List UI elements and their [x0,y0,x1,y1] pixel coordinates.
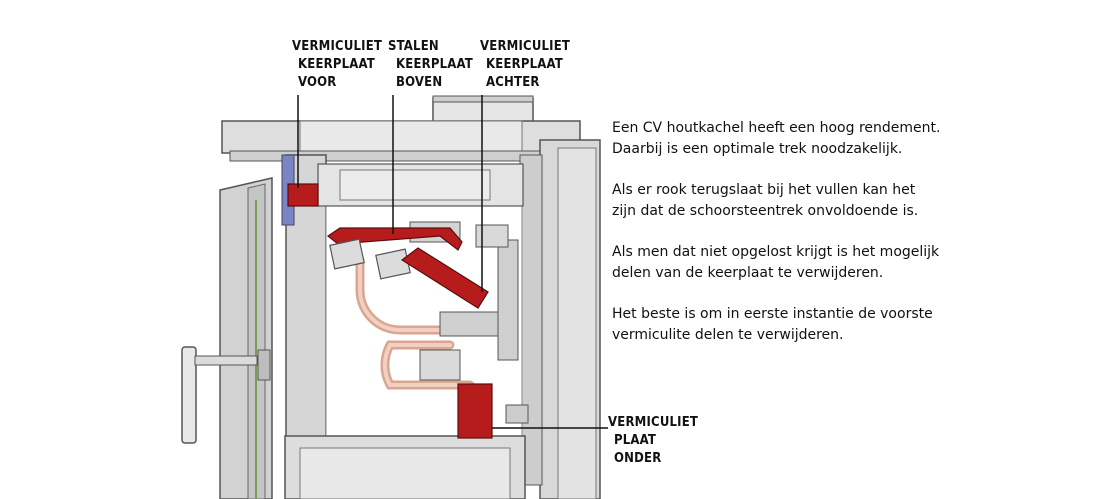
description-paragraph: Een CV houtkachel heeft een hoog rendeme… [612,120,941,157]
callout-steel-baffle: STALEN KEERPLAAT BOVEN [388,38,473,92]
description-paragraph: Als men dat niet opgelost krijgt is het … [612,244,940,281]
description-text: Een CV houtkachel heeft een hoog rendeme… [612,118,942,366]
vermiculite-front-baffle [287,183,319,207]
callout-line: ONDER [614,451,662,466]
callout-line: ACHTER [486,75,540,90]
callout-line: VERMICULIET [480,39,571,54]
callout-line: STALEN [388,39,439,54]
callout-rear-baffle: VERMICULIET KEERPLAAT ACHTER [480,38,570,92]
callout-line: KEERPLAAT [396,57,473,72]
callout-line: PLAAT [614,433,657,448]
callout-line: VERMICULIET [292,39,383,54]
callout-front-baffle: VERMICULIET KEERPLAAT VOOR [292,38,382,92]
description-paragraph: Als er rook terugslaat bij het vullen ka… [612,182,919,219]
callout-line: KEERPLAAT [486,57,563,72]
callout-line: VOOR [298,75,337,90]
callout-line: KEERPLAAT [298,57,375,72]
vermiculite-bottom-plate [457,383,493,439]
callout-leaders [297,95,608,429]
vermiculite-rear-baffle [400,247,489,309]
callout-line: VERMICULIET [608,415,699,430]
description-paragraph: Het beste is om in eerste instantie de v… [612,306,933,343]
door-handle [181,346,197,444]
callout-line: BOVEN [396,75,443,90]
callout-bottom-plate: VERMICULIET PLAAT ONDER [608,414,698,468]
